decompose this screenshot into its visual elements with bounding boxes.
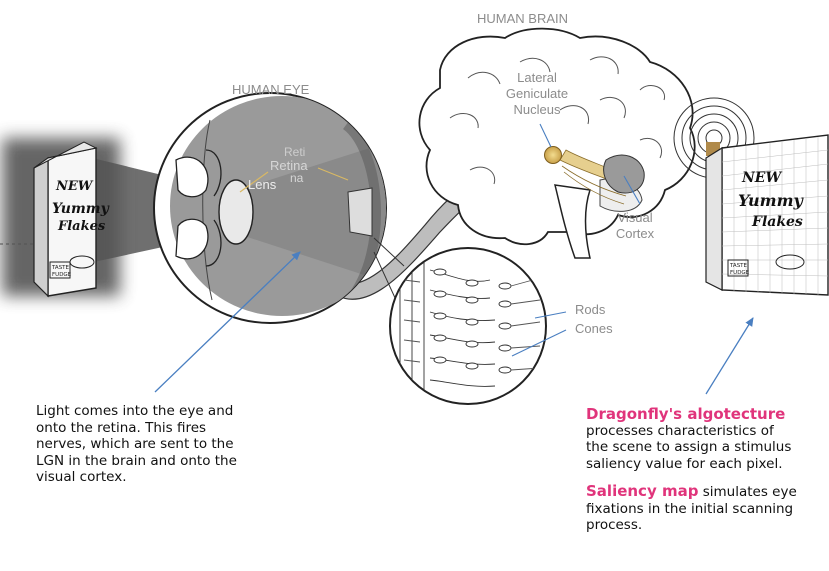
left-caption-line-4: LGN in the brain and onto the bbox=[36, 453, 237, 470]
label-rods: Rods bbox=[575, 302, 605, 317]
right-caption: Dragonfly's algotecture processes charac… bbox=[586, 406, 829, 534]
box-right-brand-1: Yummy bbox=[738, 191, 805, 210]
label-human-brain: HUMAN BRAIN bbox=[477, 11, 568, 26]
saliency-line-3: process. bbox=[586, 517, 829, 534]
label-cones: Cones bbox=[575, 321, 613, 336]
saliency-rest: simulates eye bbox=[698, 484, 796, 500]
lgn-line-2: Geniculate bbox=[498, 86, 576, 102]
lgn-marker bbox=[545, 147, 562, 164]
box-left-brand-2: Flakes bbox=[57, 219, 106, 234]
saliency-line-1: Saliency map simulates eye bbox=[586, 483, 829, 501]
cereal-box-right: NEW Yummy Flakes TASTE FUDGE bbox=[674, 98, 828, 295]
left-caption-line-5: visual cortex. bbox=[36, 469, 237, 486]
visual-cortex-line-1: Visual bbox=[610, 210, 660, 226]
cereal-box-left: NEW Yummy Flakes TASTE FUDGE bbox=[2, 138, 120, 296]
algotecture-heading: Dragonfly's algotecture bbox=[586, 406, 829, 423]
label-lateral-geniculate-nucleus: Lateral Geniculate Nucleus bbox=[498, 70, 576, 118]
left-caption-line-1: Light comes into the eye and bbox=[36, 403, 237, 420]
box-right-badge-1: TASTE bbox=[729, 263, 748, 269]
box-left-new: NEW bbox=[55, 179, 94, 194]
box-right-brand-2: Flakes bbox=[751, 214, 803, 230]
label-human-eye: HUMAN EYE bbox=[232, 82, 309, 97]
saliency-map-heading: Saliency map bbox=[586, 482, 698, 500]
lgn-line-1: Lateral bbox=[498, 70, 576, 86]
left-caption-line-2: onto the retina. This fires bbox=[36, 420, 237, 437]
box-right-badge-2: FUDGE bbox=[730, 270, 750, 276]
magnified-retina bbox=[390, 248, 566, 404]
box-left-badge-2: FUDGE bbox=[52, 272, 72, 278]
box-left-badge-1: TASTE bbox=[51, 265, 70, 271]
label-retina-faint: Reti bbox=[284, 145, 305, 159]
right-caption-line-2: the scene to assign a stimulus bbox=[586, 439, 829, 456]
saliency-line-2: fixations in the initial scanning bbox=[586, 501, 829, 518]
lgn-line-3: Nucleus bbox=[498, 102, 576, 118]
right-caption-arrow bbox=[706, 318, 753, 394]
label-retina-tail: na bbox=[290, 171, 303, 185]
visual-cortex-line-2: Cortex bbox=[610, 226, 660, 242]
label-visual-cortex: Visual Cortex bbox=[610, 210, 660, 242]
right-caption-line-1: processes characteristics of bbox=[586, 423, 829, 440]
left-caption-line-3: nerves, which are sent to the bbox=[36, 436, 237, 453]
box-left-brand-1: Yummy bbox=[52, 201, 110, 217]
box-right-new: NEW bbox=[741, 170, 782, 186]
left-caption: Light comes into the eye and onto the re… bbox=[36, 403, 237, 486]
right-caption-line-3: saliency value for each pixel. bbox=[586, 456, 829, 473]
label-lens: Lens bbox=[248, 177, 276, 192]
